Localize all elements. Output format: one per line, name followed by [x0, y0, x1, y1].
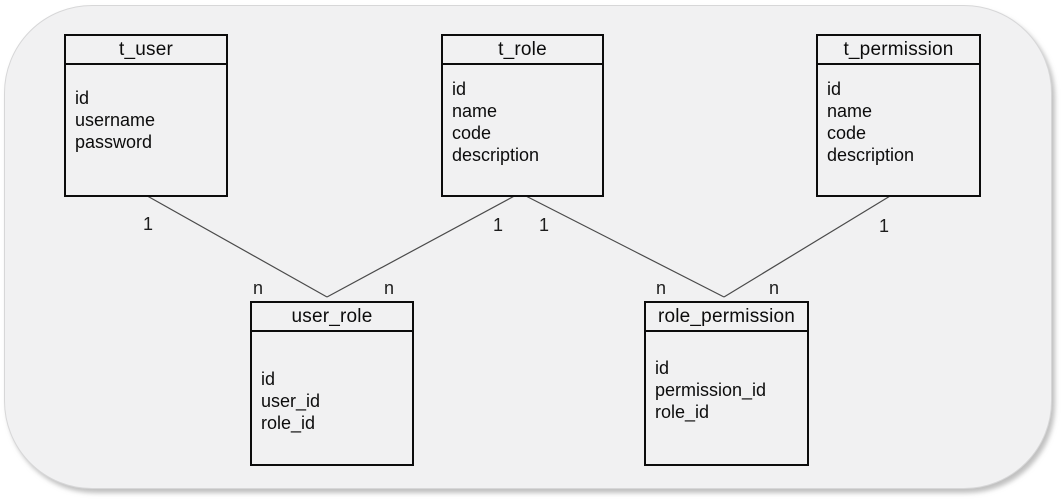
- cardinality-userrole-n-right: n: [383, 278, 395, 298]
- field-code: code: [827, 123, 867, 143]
- field-code: code: [452, 123, 492, 143]
- cardinality-rolepermission-n-left: n: [655, 278, 667, 298]
- relationship-line-tuser-userrole: [141, 192, 328, 298]
- entity-fields-role-permission: id permission_id role_id: [646, 332, 807, 423]
- entity-fields-t-user: id username password: [66, 65, 226, 153]
- cardinality-tuser-one: 1: [142, 214, 154, 234]
- cardinality-trole-one-right: 1: [538, 215, 550, 235]
- entity-title-user-role: user_role: [252, 303, 412, 332]
- field-username: username: [75, 110, 156, 130]
- cardinality-tpermission-one: 1: [878, 216, 890, 236]
- entity-fields-t-role: id name code description: [443, 65, 602, 166]
- field-description: description: [827, 145, 915, 165]
- field-permission-id: permission_id: [655, 380, 767, 400]
- field-user-id: user_id: [261, 391, 321, 411]
- field-id: id: [261, 369, 276, 389]
- entity-user-role: user_role id user_id role_id: [250, 301, 414, 466]
- entity-title-t-permission: t_permission: [818, 36, 979, 65]
- entity-title-t-user: t_user: [66, 36, 226, 65]
- entity-fields-t-permission: id name code description: [818, 65, 979, 166]
- entity-t-permission: t_permission id name code description: [816, 34, 981, 197]
- field-name: name: [452, 101, 498, 121]
- field-id: id: [452, 79, 467, 99]
- entity-title-t-role: t_role: [443, 36, 602, 65]
- cardinality-rolepermission-n-right: n: [768, 278, 780, 298]
- field-password: password: [75, 132, 153, 152]
- relationship-line-trole-rolepermission: [519, 192, 725, 298]
- relationship-line-tpermission-rolepermission: [723, 192, 896, 298]
- field-id: id: [827, 79, 842, 99]
- cardinality-trole-one-left: 1: [492, 215, 504, 235]
- field-role-id: role_id: [261, 413, 316, 433]
- field-id: id: [75, 88, 90, 108]
- field-id: id: [655, 358, 670, 378]
- entity-role-permission: role_permission id permission_id role_id: [644, 301, 809, 466]
- entity-t-role: t_role id name code description: [441, 34, 604, 197]
- cardinality-userrole-n-left: n: [252, 278, 264, 298]
- entity-t-user: t_user id username password: [64, 34, 228, 197]
- entity-fields-user-role: id user_id role_id: [252, 332, 412, 434]
- relationship-line-trole-userrole: [326, 192, 521, 298]
- field-description: description: [452, 145, 540, 165]
- field-role-id: role_id: [655, 402, 710, 422]
- entity-title-role-permission: role_permission: [646, 303, 807, 332]
- field-name: name: [827, 101, 873, 121]
- diagram-panel: t_user id username password t_role id na…: [4, 5, 1052, 489]
